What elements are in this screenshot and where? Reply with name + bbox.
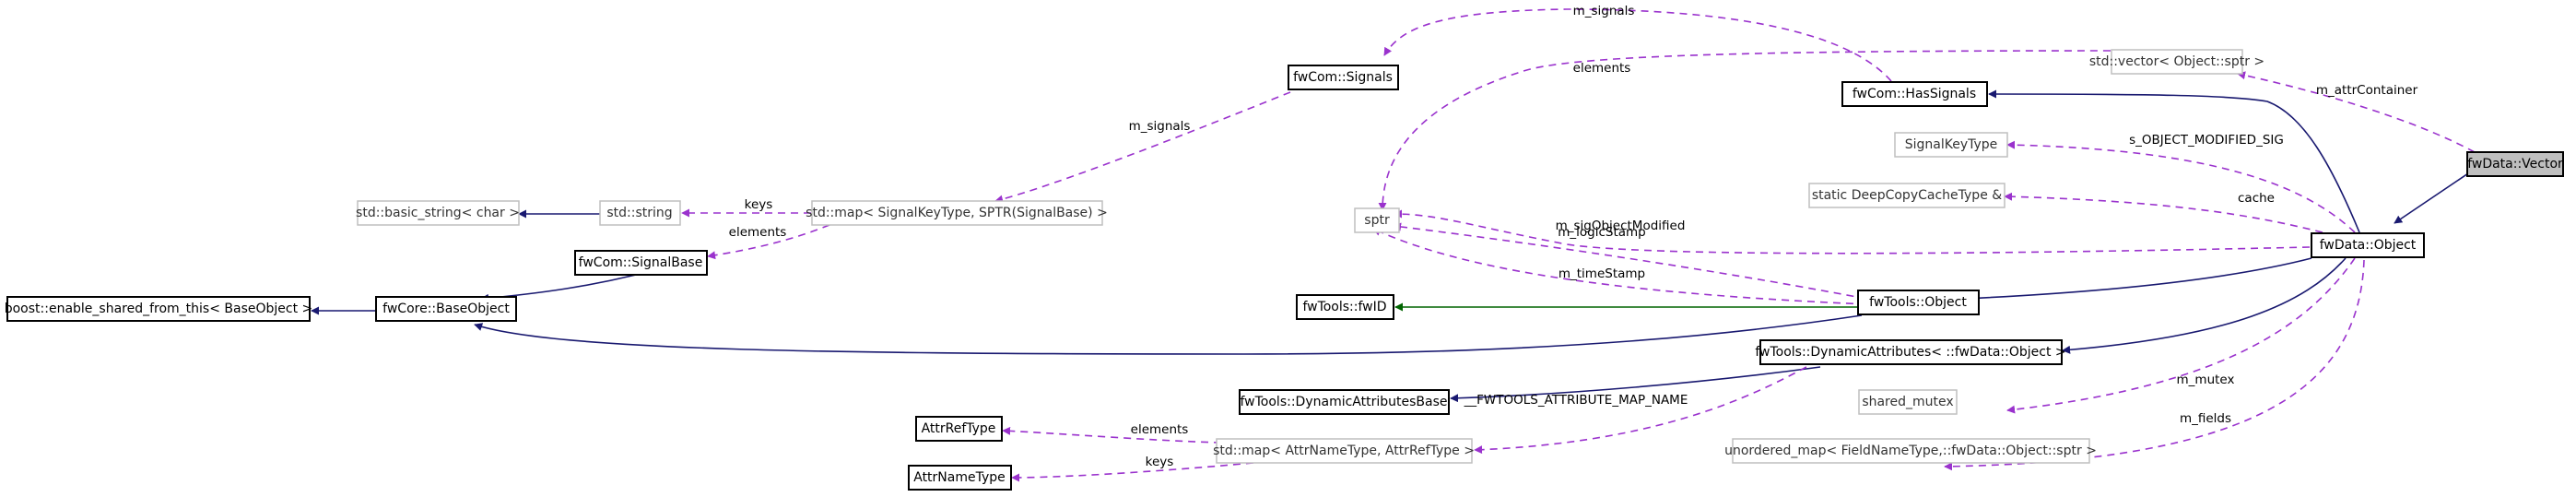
node-std-map-signal-label: std::map< SignalKeyType, SPTR(SignalBase… bbox=[806, 206, 1108, 220]
label-m-sigobjectmodified: m_sigObjectModified bbox=[1556, 219, 1686, 233]
node-std-string-label: std::string bbox=[606, 206, 672, 220]
edge-object-to-fwtoolsobject bbox=[1918, 257, 2312, 305]
edge-fwtoolsobject-to-baseobject bbox=[474, 314, 1863, 355]
inheritance-edges bbox=[311, 89, 2480, 403]
node-std-map-attr[interactable]: std::map< AttrNameType, AttrRefType > bbox=[1213, 438, 1475, 464]
edge-hassignals-to-signals bbox=[1383, 8, 1892, 82]
node-attrnametype[interactable]: AttrNameType bbox=[908, 465, 1012, 491]
node-attrnametype-label: AttrNameType bbox=[913, 470, 1006, 485]
node-static-deepcopy[interactable]: static DeepCopyCacheType & bbox=[1808, 183, 2006, 208]
node-std-basic-string-label: std::basic_string< char > bbox=[356, 206, 520, 220]
edge-mapattr-to-attrnametype bbox=[1011, 462, 1254, 482]
node-fwtools-dynattrs[interactable]: fwTools::DynamicAttributes< ::fwData::Ob… bbox=[1755, 339, 2066, 365]
node-fwcom-hassignals-label: fwCom::HasSignals bbox=[1853, 87, 1976, 101]
edge-signalbase-to-baseobject bbox=[480, 274, 637, 302]
edge-dynattrs-to-mapattr bbox=[1474, 366, 1807, 455]
edge-mapsignal-to-signalbase bbox=[707, 224, 830, 260]
label-m-signals-top: m_signals bbox=[1573, 4, 1635, 18]
edge-vector-to-stdvector bbox=[2237, 71, 2476, 153]
node-std-string[interactable]: std::string bbox=[599, 200, 681, 226]
label-cache: cache bbox=[2238, 191, 2275, 206]
label-m-mutex: m_mutex bbox=[2177, 373, 2235, 387]
node-fwtools-fwid[interactable]: fwTools::fwID bbox=[1296, 294, 1394, 320]
node-std-vector[interactable]: std::vector< Object::sptr > bbox=[2089, 49, 2264, 75]
node-fwcore-baseobject-label: fwCore::BaseObject bbox=[382, 302, 510, 316]
node-std-map-attr-label: std::map< AttrNameType, AttrRefType > bbox=[1213, 444, 1475, 458]
edge-object-to-unorderedmap bbox=[1944, 259, 2365, 471]
edge-object-to-hassignals bbox=[1988, 89, 2360, 233]
node-std-vector-label: std::vector< Object::sptr > bbox=[2089, 54, 2264, 69]
node-fwtools-fwid-label: fwTools::fwID bbox=[1302, 300, 1386, 314]
node-attrreftype[interactable]: AttrRefType bbox=[915, 416, 1003, 442]
node-fwtools-dynattrs-base[interactable]: fwTools::DynamicAttributesBase bbox=[1239, 389, 1450, 415]
edge-stdvector-to-sptr bbox=[1378, 50, 2111, 211]
node-signalkeytype-label: SignalKeyType bbox=[1905, 137, 1998, 152]
node-fwcom-signalbase[interactable]: fwCom::SignalBase bbox=[574, 250, 708, 276]
label-m-fields: m_fields bbox=[2180, 411, 2231, 426]
node-shared-mutex-label: shared_mutex bbox=[1862, 395, 1953, 409]
node-fwdata-vector[interactable]: fwData::Vector bbox=[2466, 151, 2564, 177]
edge-object-to-deepcopy bbox=[2004, 192, 2323, 233]
node-static-deepcopy-label: static DeepCopyCacheType & bbox=[1812, 188, 2002, 203]
node-attrreftype-label: AttrRefType bbox=[922, 421, 996, 436]
edge-fwtoolsobject-to-sptr-logic bbox=[1393, 222, 1867, 300]
node-std-basic-string[interactable]: std::basic_string< char > bbox=[356, 200, 520, 226]
node-unordered-map[interactable]: unordered_map< FieldNameType,::fwData::O… bbox=[1724, 438, 2097, 464]
node-signalkeytype[interactable]: SignalKeyType bbox=[1894, 132, 2008, 158]
node-fwtools-object-label: fwTools::Object bbox=[1869, 295, 1967, 310]
node-unordered-map-label: unordered_map< FieldNameType,::fwData::O… bbox=[1724, 444, 2097, 458]
label-m-signals-mid: m_signals bbox=[1129, 119, 1191, 134]
node-fwcom-signalbase-label: fwCom::SignalBase bbox=[579, 255, 703, 270]
node-fwcom-signals[interactable]: fwCom::Signals bbox=[1288, 65, 1399, 90]
edge-signals-to-mapsignal bbox=[994, 91, 1291, 204]
label-m-logicstamp: m_logicStamp bbox=[1558, 225, 1646, 240]
label-elements-top: elements bbox=[1573, 61, 1631, 76]
node-fwtools-dynattrs-base-label: fwTools::DynamicAttributesBase bbox=[1241, 395, 1448, 409]
node-boost-enable-shared[interactable]: boost::enable_shared_from_this< BaseObje… bbox=[5, 296, 313, 322]
node-fwcom-signals-label: fwCom::Signals bbox=[1293, 70, 1393, 85]
node-fwdata-object-label: fwData::Object bbox=[2320, 238, 2417, 253]
edge-object-to-sptr-sigmod bbox=[1394, 209, 2311, 254]
edge-object-to-dynattrs bbox=[2062, 257, 2347, 354]
label-keys-string: keys bbox=[745, 197, 773, 212]
label-keys-attr: keys bbox=[1146, 455, 1174, 469]
node-sptr-label: sptr bbox=[1364, 213, 1390, 228]
node-fwdata-vector-label: fwData::Vector bbox=[2467, 157, 2563, 172]
label-elements-signalbase: elements bbox=[729, 225, 787, 240]
edge-dynattrs-to-dynattrsbase bbox=[1450, 366, 1821, 403]
edge-object-to-signalkeytype bbox=[2006, 140, 2356, 233]
label-m-timestamp: m_timeStamp bbox=[1559, 266, 1645, 281]
node-std-map-signal[interactable]: std::map< SignalKeyType, SPTR(SignalBase… bbox=[806, 200, 1108, 226]
edge-vector-to-object bbox=[2394, 165, 2480, 224]
usage-edges bbox=[681, 8, 2476, 482]
node-sptr[interactable]: sptr bbox=[1354, 207, 1400, 233]
edge-object-to-sharedmutex bbox=[2006, 257, 2356, 414]
label-fwtools-attribute-map-name: __FWTOOLS_ATTRIBUTE_MAP_NAME bbox=[1464, 393, 1688, 408]
label-elements-attr: elements bbox=[1131, 422, 1189, 437]
edge-mapattr-to-attrreftype bbox=[1002, 426, 1222, 444]
node-fwdata-object[interactable]: fwData::Object bbox=[2311, 232, 2425, 258]
node-fwtools-object[interactable]: fwTools::Object bbox=[1857, 290, 1980, 315]
node-boost-enable-shared-label: boost::enable_shared_from_this< BaseObje… bbox=[5, 302, 313, 316]
node-fwtools-dynattrs-label: fwTools::DynamicAttributes< ::fwData::Ob… bbox=[1755, 345, 2065, 360]
node-shared-mutex[interactable]: shared_mutex bbox=[1858, 389, 1958, 415]
node-fwcore-baseobject[interactable]: fwCore::BaseObject bbox=[375, 296, 517, 322]
edge-labels: m_signals elements m_attrContainer s_OBJ… bbox=[729, 4, 2418, 469]
label-s-object-modified-sig: s_OBJECT_MODIFIED_SIG bbox=[2129, 133, 2284, 148]
edge-fwtoolsobject-to-sptr-time bbox=[1372, 228, 1867, 305]
node-fwcom-hassignals[interactable]: fwCom::HasSignals bbox=[1841, 81, 1988, 107]
label-m-attrcontainer: m_attrContainer bbox=[2316, 83, 2418, 98]
